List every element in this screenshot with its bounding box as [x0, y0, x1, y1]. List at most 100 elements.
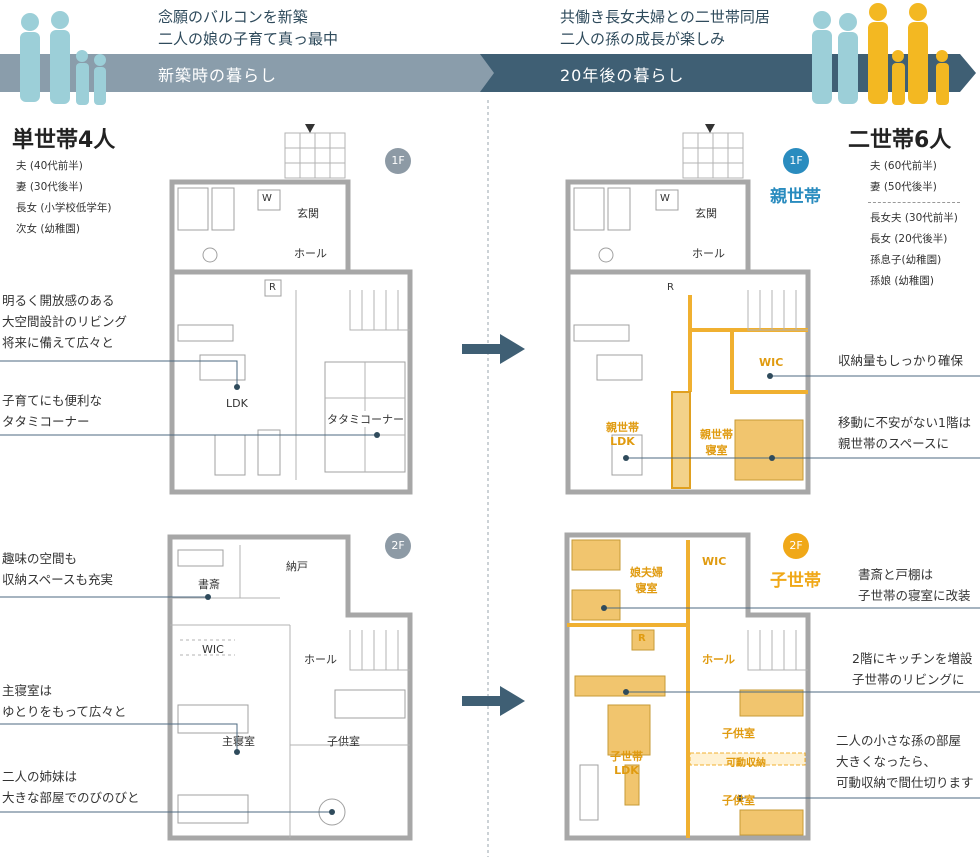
callout-line: 子世帯の寝室に改装: [858, 588, 971, 603]
callout-line: 大空間設計のリビング: [2, 314, 128, 329]
callout-left-kids: 二人の姉妹は 大きな部屋でのびのびと: [2, 766, 140, 808]
room-w: W: [660, 193, 670, 204]
room-hall: ホール: [692, 247, 725, 260]
right-header: 共働き長女夫婦との二世帯同居 二人の孫の成長が楽しみ: [560, 6, 770, 50]
band-right-label: 20年後の暮らし: [560, 66, 685, 85]
room-oya-bed-line-1: 親世帯: [700, 428, 733, 441]
plan-right-1f: [565, 124, 811, 495]
member-item: 次女 (幼稚園): [16, 223, 81, 235]
right-header-line-1: 共働き長女夫婦との二世帯同居: [560, 8, 770, 26]
room-oya-bed-line-2: 寝室: [705, 444, 728, 457]
floor-badge-right-1f: 1F: [783, 148, 809, 174]
callout-right-oya: 移動に不安がない1階は 親世帯のスペースに: [838, 412, 971, 454]
callout-line: 将来に備えて広々と: [2, 335, 114, 350]
room-oya-ldk-line-2: LDK: [610, 435, 635, 448]
arrow-right-icon: [462, 334, 525, 364]
left-header: 念願のバルコンを新築 二人の娘の子育て真っ最中: [158, 6, 338, 50]
member-item: 孫娘 (幼稚園): [870, 275, 935, 287]
room-master: 主寝室: [222, 735, 255, 748]
room-shosai: 書斎: [198, 578, 220, 591]
member-item: 妻 (50代後半): [870, 181, 937, 193]
leader-lines-left: [0, 360, 380, 815]
callout-line: 大きな部屋でのびのびと: [2, 790, 140, 805]
callout-right-musume: 書斎と戸棚は 子世帯の寝室に改装: [858, 564, 971, 606]
member-item: 長女夫 (30代前半): [870, 212, 958, 224]
room-wic-2f: WIC: [702, 555, 727, 568]
callout-line: 子育てにも便利な: [2, 393, 103, 408]
leader-lines-right: [601, 373, 980, 801]
band-left: [0, 54, 502, 92]
callout-line: 移動に不安がない1階は: [838, 415, 971, 430]
room-genkan: 玄関: [297, 207, 319, 220]
callout-line: 趣味の空間も: [2, 551, 78, 566]
left-header-line-2: 二人の娘の子育て真っ最中: [158, 30, 339, 48]
room-oya-ldk: 親世帯 LDK: [606, 419, 639, 448]
callout-line: 子世帯のリビングに: [852, 672, 965, 687]
household-right-title: 二世帯6人: [848, 128, 952, 153]
callout-right-kids: 二人の小さな孫の部屋 大きくなったら、 可動収納で間仕切ります: [836, 730, 974, 793]
callout-line: 二人の姉妹は: [2, 769, 78, 784]
family-right-icon: [812, 3, 949, 105]
room-musume-line-2: 寝室: [635, 582, 658, 595]
callout-line: 2階にキッチンを増設: [852, 651, 973, 666]
members-divider: [868, 202, 960, 203]
callout-line: 可動収納で間仕切ります: [836, 775, 974, 790]
room-oya-ldk-line-1: 親世帯: [606, 421, 639, 434]
floor-badge-left-1f: 1F: [385, 148, 411, 174]
room-musume-line-1: 娘夫婦: [630, 566, 663, 579]
room-ko-ldk-line-2: LDK: [614, 764, 639, 777]
room-kids1: 子供室: [722, 727, 755, 740]
callout-left-shosai: 趣味の空間も 収納スペースも充実: [2, 548, 113, 590]
room-hall-2f: ホール: [702, 653, 735, 666]
callout-left-master: 主寝室は ゆとりをもって広々と: [2, 680, 126, 722]
household-left-title: 単世帯4人: [12, 128, 116, 153]
callout-right-wic: 収納量もしっかり確保: [838, 350, 963, 371]
room-kadou: 可動収納: [726, 758, 766, 769]
callout-line: 収納スペースも充実: [2, 572, 114, 587]
room-ko-ldk-line-1: 子世帯: [610, 750, 643, 763]
room-wic: WIC: [759, 356, 784, 369]
plan-left-2f: [167, 534, 413, 841]
room-nando: 納戸: [286, 560, 308, 573]
callout-line: 二人の小さな孫の部屋: [836, 733, 962, 748]
callout-left-tatami: 子育てにも便利な タタミコーナー: [2, 390, 102, 432]
member-item: 夫 (60代前半): [870, 160, 937, 172]
arrow-right-icon-2: [462, 686, 525, 716]
right-header-line-2: 二人の孫の成長が楽しみ: [560, 30, 726, 48]
badge-label-ko: 子世帯: [770, 571, 821, 591]
callout-line: ゆとりをもって広々と: [2, 704, 127, 719]
room-hall-2f: ホール: [304, 653, 337, 666]
room-kids: 子供室: [327, 735, 360, 748]
room-oya-bed: 親世帯 寝室: [700, 426, 733, 458]
callout-line: 主寝室は: [2, 683, 53, 698]
room-hall: ホール: [294, 247, 327, 260]
members-left: 夫 (40代前半) 妻 (30代後半) 長女 (小学校低学年) 次女 (幼稚園): [16, 156, 112, 240]
callout-right-kitchen: 2階にキッチンを増設 子世帯のリビングに: [852, 648, 972, 690]
plan-right-2f: [564, 532, 811, 841]
member-item: 長女 (20代後半): [870, 233, 948, 245]
member-item: 妻 (30代後半): [16, 181, 83, 193]
members-right-group2: 長女夫 (30代前半) 長女 (20代後半) 孫息子(幼稚園) 孫娘 (幼稚園): [870, 208, 958, 292]
room-r: R: [667, 282, 674, 293]
room-r: R: [269, 282, 276, 293]
band-left-label: 新築時の暮らし: [158, 66, 278, 85]
callout-line: 書斎と戸棚は: [858, 567, 934, 582]
room-r-2f: R: [638, 633, 646, 644]
left-header-line-1: 念願のバルコンを新築: [158, 8, 308, 26]
callout-line: 親世帯のスペースに: [838, 436, 950, 451]
member-item: 夫 (40代前半): [16, 160, 83, 172]
room-kids2: 子供室: [722, 794, 755, 807]
callout-line: 明るく開放感のある: [2, 293, 115, 308]
floor-badge-left-2f: 2F: [385, 533, 411, 559]
plan-left-1f: [169, 124, 413, 495]
room-ko-ldk: 子世帯 LDK: [610, 748, 643, 777]
room-ldk: LDK: [226, 397, 248, 410]
callout-line: タタミコーナー: [2, 414, 90, 429]
badge-label-oya: 親世帯: [770, 187, 821, 207]
member-item: 長女 (小学校低学年): [16, 202, 112, 214]
room-wic: WIC: [202, 643, 224, 656]
member-item: 孫息子(幼稚園): [870, 254, 942, 266]
callout-line: 収納量もしっかり確保: [838, 353, 964, 368]
callout-line: 大きくなったら、: [836, 754, 937, 769]
